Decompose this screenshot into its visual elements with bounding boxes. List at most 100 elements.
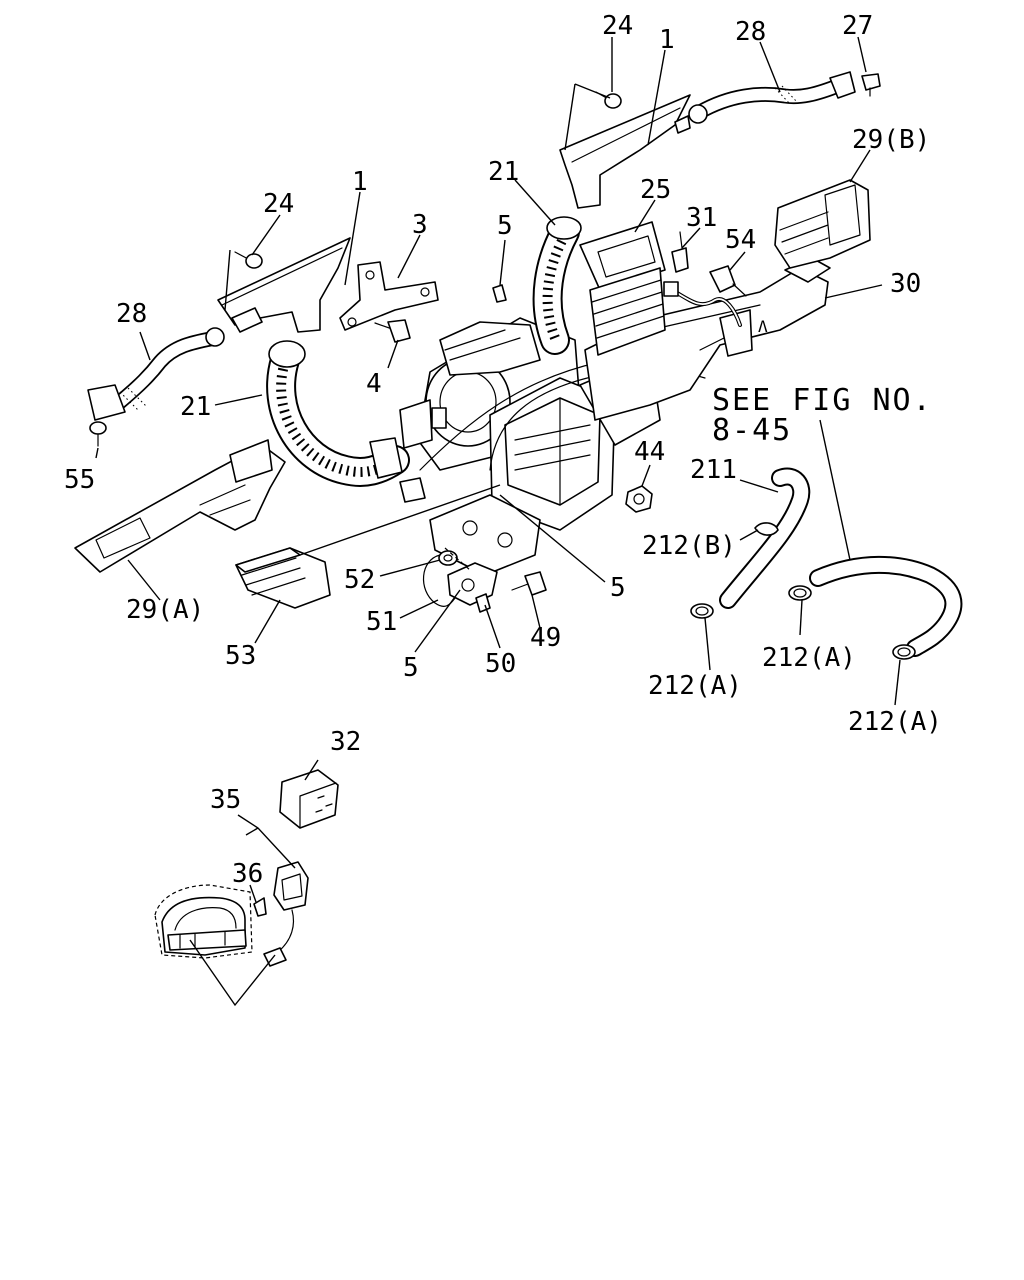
clip-27-head: [861, 73, 881, 91]
screw-24-left-head: [245, 253, 263, 269]
bracket-3-body: [339, 261, 439, 331]
reference-line-2: 8-45: [712, 413, 792, 448]
sensor-54: [709, 265, 747, 297]
control-panel-35: [154, 884, 253, 959]
bulb-36-body: [253, 897, 267, 917]
screw-24-left: [234, 251, 263, 269]
flex-duct-right: [532, 216, 582, 355]
side-vent-hose-left: [87, 327, 225, 421]
clip-55-head: [89, 421, 107, 435]
heater-hose-212: [809, 555, 963, 657]
label-5-lower: 5: [403, 653, 419, 683]
duct-25-bellows: [589, 267, 666, 356]
foot-duct-25: [579, 221, 666, 356]
sensor-54-body: [709, 265, 736, 293]
switch-36-body: [273, 861, 309, 911]
clip-55: [89, 421, 107, 447]
label-44: 44: [634, 437, 665, 467]
water-valve-50: [447, 562, 498, 613]
reference-line-1: SEE FIG NO.: [712, 383, 933, 418]
nut-44: [625, 485, 653, 513]
hose-28-left-end: [87, 384, 126, 421]
label-1-left: 1: [352, 167, 368, 197]
floor-duct-53: [235, 547, 331, 609]
hose-clamp-212a-2: [788, 585, 812, 601]
duct-29b: [774, 179, 871, 269]
blower-housing-rib: [444, 329, 521, 361]
duct-29b-elbow: [774, 179, 871, 269]
switch-36-lead: [277, 909, 295, 953]
heater-core-fin: [514, 424, 591, 471]
bulb-36: [253, 897, 267, 917]
right-air-duct: Λ: [584, 257, 831, 421]
duct-29a-riser: [229, 439, 273, 483]
clamp-212b-ring: [754, 522, 779, 536]
label-27: 27: [842, 11, 873, 41]
label-25: 25: [640, 175, 671, 205]
label-49: 49: [530, 623, 561, 653]
hose-clamp-212a-3: [892, 644, 916, 660]
heater-hose-211: [719, 467, 811, 609]
bolt-4: [374, 319, 411, 343]
hose-28-right-end: [829, 71, 856, 99]
lower-case-flange: [429, 494, 541, 576]
label-3: 3: [412, 210, 428, 240]
callout-labels: 24 1 28 27 29(B) 21 25 31 54 30 1 24 3 5…: [64, 11, 942, 889]
case-port-1: [462, 520, 478, 536]
clamp-212a-2-ring: [788, 585, 812, 601]
switch-36-connector: [263, 861, 309, 967]
leader-lines: [95, 36, 901, 1007]
label-31: 31: [686, 203, 717, 233]
panel-arch: [174, 907, 237, 931]
panel-button-strip: [167, 929, 247, 951]
grommet-52-ring: [438, 550, 458, 566]
bolt-49: [511, 571, 547, 596]
label-30: 30: [890, 269, 921, 299]
label-4: 4: [366, 369, 382, 399]
label-212a-3: 212(A): [848, 707, 942, 737]
connector-harness: [663, 281, 742, 327]
relay-32: [279, 769, 339, 829]
clip-27: [861, 73, 881, 97]
switch-36-plug: [263, 947, 287, 967]
relay-32-body: [279, 769, 339, 829]
grommet-52: [438, 550, 458, 566]
duct-30-body: [584, 267, 829, 421]
label-54: 54: [725, 225, 756, 255]
hose-28-left-ring: [205, 327, 225, 347]
label-51: 51: [366, 607, 397, 637]
defroster-nozzle-left: [217, 237, 351, 333]
label-24-left: 24: [263, 189, 294, 219]
label-28-right: 28: [735, 17, 766, 47]
heater-unit-assembly: [399, 317, 706, 576]
label-212b: 212(B): [642, 531, 736, 561]
screw-31: [671, 231, 689, 273]
duct-29a: [74, 439, 286, 573]
duct-25-opening: [597, 235, 656, 278]
duct-29b-opening: [824, 184, 861, 246]
bracket-3: [339, 261, 439, 331]
label-29b: 29(B): [852, 125, 930, 155]
panel-outline-dashed: [154, 884, 253, 959]
label-5-upper: 5: [497, 211, 513, 241]
duct-arrow-mark: Λ: [758, 317, 768, 336]
defroster-nozzle-right: [559, 94, 691, 209]
clamp-212a-1-ring: [690, 603, 714, 619]
screw-24-right-head: [604, 93, 622, 109]
case-mount-tab-lower: [399, 477, 426, 503]
label-55: 55: [64, 465, 95, 495]
bolt-4-head: [387, 319, 411, 343]
nut-44-body: [625, 485, 653, 513]
label-29a: 29(A): [126, 595, 204, 625]
harness-connector: [663, 281, 679, 297]
label-21-right: 21: [488, 157, 519, 187]
flex-duct-21-left-end: [369, 437, 403, 479]
label-24-right: 24: [602, 11, 633, 41]
label-21-left: 21: [180, 392, 211, 422]
flex-duct-21-right-mouth: [546, 216, 582, 240]
flex-duct-left: [266, 340, 410, 487]
clamp-212a-3-ring: [892, 644, 916, 660]
hose-28-right-ring: [688, 104, 708, 124]
